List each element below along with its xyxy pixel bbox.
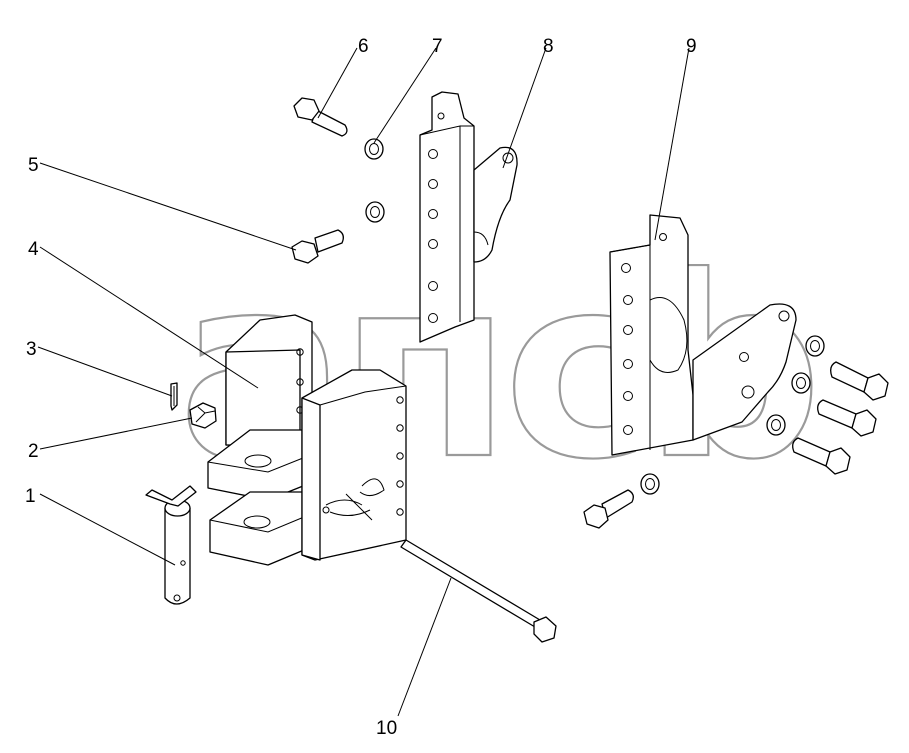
part-1-hitch-pin bbox=[145, 485, 197, 605]
callout-5: 5 bbox=[28, 155, 39, 176]
part-6-bolt bbox=[293, 97, 348, 137]
bracket-bolts-and-washers bbox=[583, 335, 889, 529]
part-3-cotter-pin bbox=[170, 382, 178, 411]
part-8-left-bracket bbox=[419, 91, 518, 343]
part-5-bolt bbox=[291, 229, 344, 264]
callout-1: 1 bbox=[25, 486, 36, 507]
part-2-castle-nut bbox=[189, 402, 217, 429]
callout-2: 2 bbox=[28, 441, 39, 462]
part-10-long-bolt bbox=[400, 539, 557, 643]
part-4-hitch-assembly bbox=[207, 314, 407, 566]
leader-lines bbox=[37, 47, 690, 717]
callout-9: 9 bbox=[686, 36, 697, 57]
part-9-right-bracket bbox=[609, 214, 797, 456]
callout-7: 7 bbox=[432, 36, 443, 57]
part-7-lock-washers bbox=[364, 138, 385, 223]
callout-8: 8 bbox=[543, 36, 554, 57]
callout-6: 6 bbox=[358, 36, 369, 57]
callout-3: 3 bbox=[26, 339, 37, 360]
callout-10: 10 bbox=[376, 718, 397, 739]
callouts: 1 2 3 4 5 6 7 8 9 10 bbox=[25, 36, 697, 739]
callout-4: 4 bbox=[28, 239, 39, 260]
